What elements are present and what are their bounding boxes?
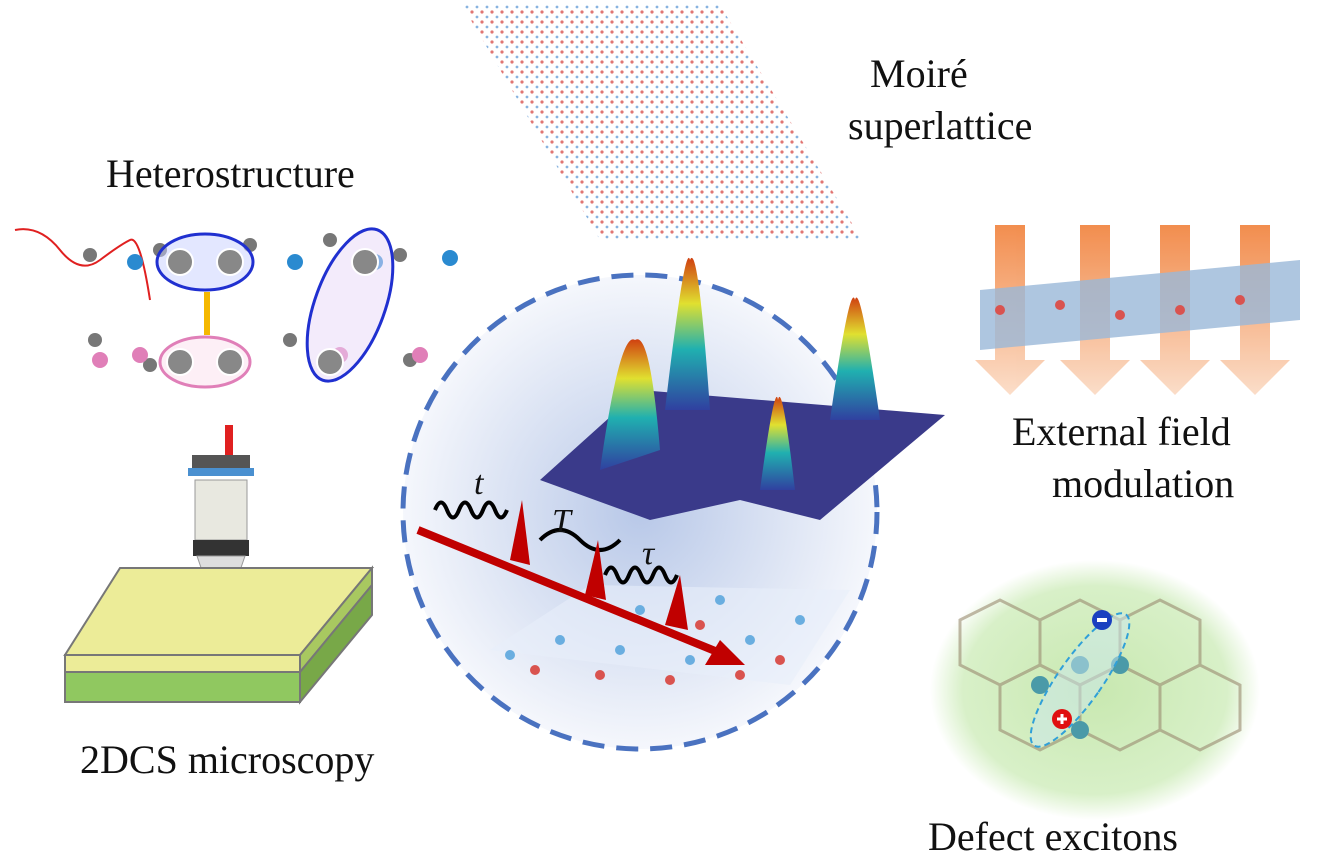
defect-illustration [930,560,1260,820]
pulse-label-tau: τ [642,535,655,572]
propagation-arrow [416,526,727,659]
moire-lattice [462,5,862,240]
label-heterostructure: Heterostructure [106,151,355,196]
label-external-line2: modulation [1052,461,1235,506]
label-microscopy: 2DCS microscopy [80,737,375,782]
label-external-line1: External field [1012,409,1231,454]
pulse-label-t: t [474,465,484,502]
microscope-illustration [63,425,375,705]
label-moire-line1: Moiré [870,51,968,96]
heterostructure-illustration [14,227,458,389]
central-bubble [400,257,945,752]
label-moire-line2: superlattice [848,103,1033,148]
external-field-illustration [975,225,1300,395]
pulse-label-T: T [552,503,571,540]
label-defect: Defect excitons [928,814,1178,857]
